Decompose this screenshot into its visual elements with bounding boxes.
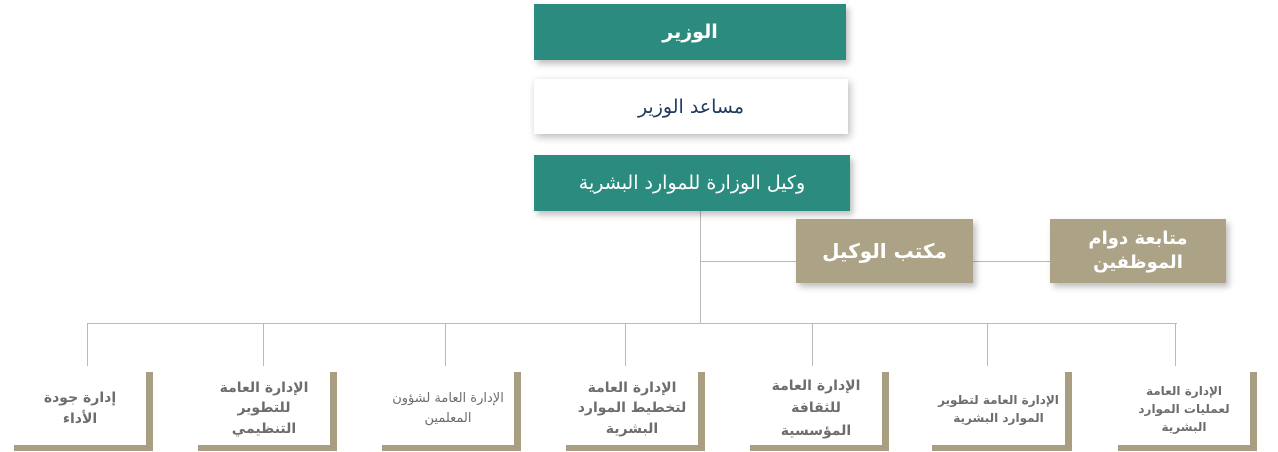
dept-teacher-affairs-label: الإدارة العامة لشؤون المعلمين	[392, 391, 504, 426]
dept-organizational-development-label: الإدارة العامة للتطوير التنظيمي	[219, 380, 309, 437]
connector-departments-bus	[87, 323, 1177, 324]
connector-office-attendance	[973, 261, 1050, 262]
dept-performance-quality: إدارة جودة الأداء	[14, 372, 153, 451]
connector-dept-5	[445, 323, 446, 366]
connector-deputy-trunk	[700, 211, 701, 324]
assistant-box: مساعد الوزير	[534, 79, 848, 134]
dept-institutional-culture-label: الإدارة العامة للثقافة المؤسسية	[771, 377, 861, 439]
connector-dept-2	[987, 323, 988, 366]
connector-dept-6	[263, 323, 264, 366]
dept-performance-quality-label: إدارة جودة الأداء	[43, 390, 117, 427]
dept-hr-operations-label: الإدارة العامة لعمليات الموارد البشرية	[1138, 383, 1230, 434]
dept-institutional-culture: الإدارة العامة للثقافة المؤسسية	[750, 372, 889, 451]
dept-hr-planning-label: الإدارة العامة لتخطيط الموارد البشرية	[577, 380, 687, 437]
deputy-office-label: مكتب الوكيل	[822, 239, 947, 263]
attendance-box: متابعة دوام الموظفين	[1050, 219, 1226, 283]
deputy-label: وكيل الوزارة للموارد البشرية	[578, 172, 806, 194]
dept-teacher-affairs: الإدارة العامة لشؤون المعلمين	[382, 372, 521, 451]
assistant-label: مساعد الوزير	[637, 95, 745, 118]
minister-box: الوزير	[534, 4, 846, 60]
dept-hr-planning: الإدارة العامة لتخطيط الموارد البشرية	[566, 372, 705, 451]
connector-dept-4	[625, 323, 626, 366]
dept-hr-development: الإدارة العامة لتطوير الموارد البشرية	[932, 372, 1072, 451]
attendance-label: متابعة دوام الموظفين	[1088, 227, 1188, 273]
connector-dept-7	[87, 323, 88, 366]
dept-hr-development-label: الإدارة العامة لتطوير الموارد البشرية	[938, 392, 1059, 425]
deputy-office-box: مكتب الوكيل	[796, 219, 973, 283]
minister-label: الوزير	[662, 21, 718, 43]
connector-dept-3	[812, 323, 813, 366]
connector-office-branch	[700, 261, 796, 262]
dept-hr-operations: الإدارة العامة لعمليات الموارد البشرية	[1118, 372, 1257, 451]
connector-dept-1	[1175, 323, 1176, 366]
dept-organizational-development: الإدارة العامة للتطوير التنظيمي	[198, 372, 337, 451]
deputy-box: وكيل الوزارة للموارد البشرية	[534, 155, 850, 211]
